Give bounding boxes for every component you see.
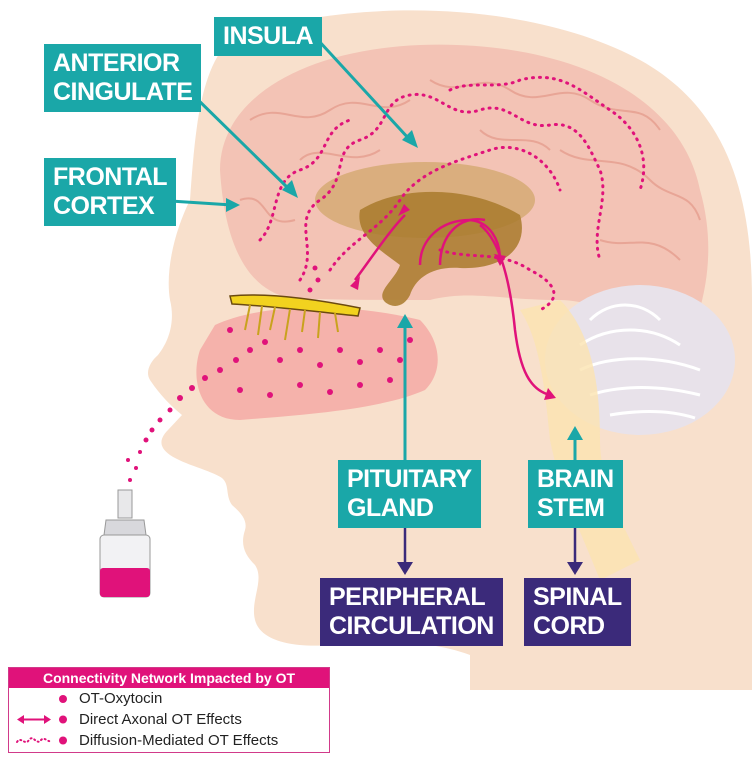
peripheral-circulation-line-2: CIRCULATION	[329, 612, 494, 641]
oxytocin-dot-icon	[15, 688, 73, 709]
legend: Connectivity Network Impacted by OT OT-O…	[8, 667, 330, 753]
nasal-spray-bottle	[100, 490, 150, 597]
anterior-cingulate-line-2: CINGULATE	[53, 78, 192, 107]
brain-stem-line-1: BRAIN	[537, 465, 614, 494]
legend-item-oxytocin: OT-Oxytocin	[9, 688, 329, 709]
legend-item-text: Diffusion-Mediated OT Effects	[79, 730, 278, 751]
brain-stem-line-2: STEM	[537, 494, 614, 523]
pituitary-gland-label: PITUITARY GLAND	[338, 460, 481, 528]
spinal-cord-line-2: CORD	[533, 612, 622, 641]
legend-item-axonal: Direct Axonal OT Effects	[9, 709, 329, 730]
pituitary-gland-line-2: GLAND	[347, 494, 472, 523]
legend-item-diffusion: Diffusion-Mediated OT Effects	[9, 730, 329, 751]
peripheral-circulation-line-1: PERIPHERAL	[329, 583, 494, 612]
legend-title: Connectivity Network Impacted by OT	[9, 668, 329, 688]
pituitary-gland-line-1: PITUITARY	[347, 465, 472, 494]
insula-text: INSULA	[223, 22, 313, 50]
anterior-cingulate-label: ANTERIOR CINGULATE	[44, 44, 201, 112]
frontal-cortex-label: FRONTAL CORTEX	[44, 158, 176, 226]
frontal-cortex-line-1: FRONTAL	[53, 163, 167, 192]
legend-item-text: OT-Oxytocin	[79, 688, 162, 709]
double-arrow-icon	[15, 709, 73, 730]
insula-label: INSULA	[214, 17, 322, 56]
frontal-cortex-line-2: CORTEX	[53, 192, 167, 221]
brain-stem-label: BRAIN STEM	[528, 460, 623, 528]
anterior-cingulate-line-1: ANTERIOR	[53, 49, 192, 78]
spinal-cord-line-1: SPINAL	[533, 583, 622, 612]
legend-item-text: Direct Axonal OT Effects	[79, 709, 242, 730]
spinal-cord-label: SPINAL CORD	[524, 578, 631, 646]
dotted-squiggle-icon	[15, 730, 73, 751]
peripheral-circulation-label: PERIPHERAL CIRCULATION	[320, 578, 503, 646]
